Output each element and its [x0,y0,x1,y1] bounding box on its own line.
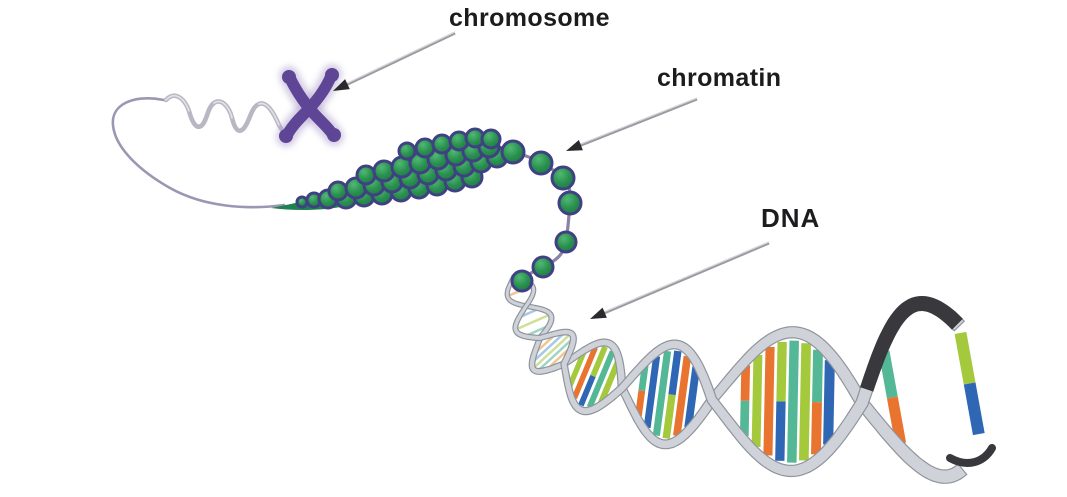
nucleosome-bead [500,139,526,165]
label-dna: DNA [761,203,821,233]
nucleosome-bead [355,164,377,186]
nucleosome-bead [550,165,576,191]
nucleosome-bead [510,269,534,293]
nucleosome-bead [554,230,578,254]
chromosome-arrow [333,31,456,91]
nucleosome-bead [397,141,417,161]
nucleosome-bead [431,133,453,155]
label-chromatin: chromatin [657,64,782,92]
nucleosome-bead [528,150,554,176]
unwound-fiber-coil [111,93,293,209]
nucleosome-bead [327,180,349,202]
nucleosome-bead [557,190,583,216]
pointer-arrows [333,31,770,319]
nucleosome-bead [480,128,502,150]
label-chromosome: chromosome [449,4,610,32]
nucleosome-bead [531,255,555,279]
dna-arrow [590,241,770,319]
chromosome-illustration [276,64,344,147]
nucleosome-beads [295,127,583,293]
dna-double-helix [504,273,996,484]
nucleosome-bead [295,195,309,209]
chromatin-arrow [566,97,698,151]
nucleosome-bead [414,137,436,159]
